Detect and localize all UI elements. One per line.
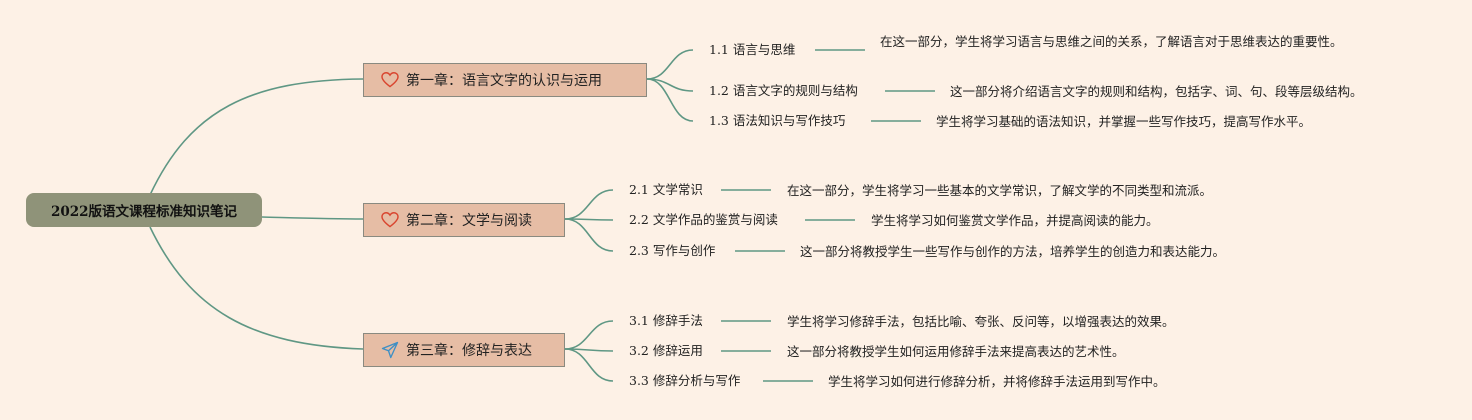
subtopic-2-1[interactable]: 2.1 文学常识 xyxy=(629,182,703,197)
subtopic-2-3[interactable]: 2.3 写作与创作 xyxy=(629,243,716,258)
description-1-1: 在这一部分，学生将学习语言与思维之间的关系，了解语言对于思维表达的重要性。 xyxy=(880,34,1343,49)
chapter-3-to-subtopic-3-1-line xyxy=(564,320,614,350)
root-to-chapter-2-line xyxy=(261,216,364,220)
root-to-chapter-3-line xyxy=(149,226,364,350)
description-2-3: 这一部分将教授学生一些写作与创作的方法，培养学生的创造力和表达能力。 xyxy=(800,244,1226,259)
chapter-2-title: 第二章：文学与阅读 xyxy=(406,213,532,229)
description-1-2: 这一部分将介绍语言文字的规则和结构，包括字、词、句、段等层级结构。 xyxy=(950,84,1363,99)
chapter-1-title: 第一章：语言文字的认识与运用 xyxy=(406,73,602,89)
chapter-2-to-subtopic-2-1-line xyxy=(564,189,614,220)
subtopic-3-2[interactable]: 3.2 修辞运用 xyxy=(629,343,703,358)
chapter-1-node[interactable]: 第一章：语言文字的认识与运用 xyxy=(363,63,647,97)
chapter-1-to-subtopic-1-3-line xyxy=(646,78,694,122)
description-3-2: 这一部分将教授学生如何运用修辞手法来提高表达的艺术性。 xyxy=(787,344,1125,359)
chapter-2-node[interactable]: 第二章：文学与阅读 xyxy=(363,203,565,237)
subtopic-3-1[interactable]: 3.1 修辞手法 xyxy=(629,313,703,328)
subtopic-2-2[interactable]: 2.2 文学作品的鉴赏与阅读 xyxy=(629,212,778,227)
subtopic-1-2[interactable]: 1.2 语言文字的规则与结构 xyxy=(709,83,858,98)
subtopic-1-1[interactable]: 1.1 语言与思维 xyxy=(709,42,796,57)
chapter-2-to-subtopic-2-3-line xyxy=(564,218,614,252)
subtopic-1-3[interactable]: 1.3 语法知识与写作技巧 xyxy=(709,113,846,128)
description-3-3: 学生将学习如何进行修辞分析，并将修辞手法运用到写作中。 xyxy=(828,374,1166,389)
heart-icon xyxy=(380,210,400,230)
description-3-1: 学生将学习修辞手法，包括比喻、夸张、反问等，以增强表达的效果。 xyxy=(787,314,1175,329)
heart-icon xyxy=(380,70,400,90)
root-node[interactable]: 2022版语文课程标准知识笔记 xyxy=(26,193,262,227)
description-2-2: 学生将学习如何鉴赏文学作品，并提高阅读的能力。 xyxy=(871,213,1159,228)
description-1-3: 学生将学习基础的语法知识，并掌握一些写作技巧，提高写作水平。 xyxy=(936,114,1312,129)
subtopic-3-3[interactable]: 3.3 修辞分析与写作 xyxy=(629,373,741,388)
paper-plane-icon xyxy=(380,340,400,360)
chapter-3-title: 第三章：修辞与表达 xyxy=(406,343,532,359)
description-2-1: 在这一部分，学生将学习一些基本的文学常识，了解文学的不同类型和流派。 xyxy=(787,183,1213,198)
root-title: 2022版语文课程标准知识笔记 xyxy=(50,204,238,220)
chapter-1-to-subtopic-1-1-line xyxy=(646,49,694,80)
root-to-chapter-1-line xyxy=(149,78,364,196)
chapter-3-to-subtopic-3-3-line xyxy=(564,348,614,382)
chapter-3-node[interactable]: 第三章：修辞与表达 xyxy=(363,333,565,367)
